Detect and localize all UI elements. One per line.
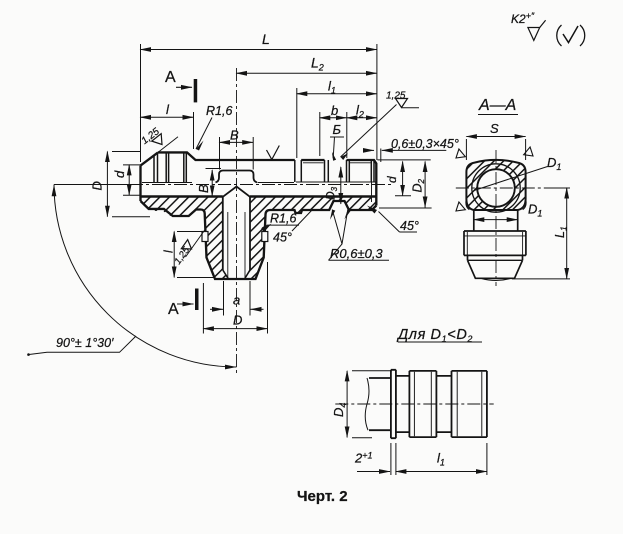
svg-text:45°: 45° bbox=[273, 231, 292, 245]
svg-text:90°± 1°30′: 90°± 1°30′ bbox=[56, 336, 114, 350]
svg-text:d: d bbox=[112, 170, 127, 178]
svg-text:R1,6: R1,6 bbox=[270, 212, 296, 226]
svg-text:l: l bbox=[166, 102, 170, 117]
svg-text:S: S bbox=[490, 121, 499, 136]
svg-text:2+1: 2+1 bbox=[354, 451, 373, 466]
svg-text:A: A bbox=[168, 301, 179, 318]
svg-text:L2: L2 bbox=[311, 55, 324, 73]
svg-text:l: l bbox=[162, 250, 176, 253]
svg-text:L1: L1 bbox=[553, 226, 569, 238]
svg-text:D1: D1 bbox=[528, 202, 542, 219]
svg-text:A: A bbox=[165, 69, 176, 86]
svg-text:b: b bbox=[331, 103, 338, 118]
svg-text:D2: D2 bbox=[411, 178, 427, 192]
svg-text:l1: l1 bbox=[328, 79, 336, 96]
svg-text:K2+″: K2+″ bbox=[511, 11, 535, 26]
svg-text:D: D bbox=[233, 313, 242, 328]
svg-text:l1: l1 bbox=[437, 451, 445, 468]
svg-text:d: d bbox=[385, 176, 399, 183]
svg-text:A—A: A—A bbox=[478, 97, 516, 114]
svg-text:0,6±0,3×45°: 0,6±0,3×45° bbox=[391, 137, 459, 151]
svg-text:1,25: 1,25 bbox=[386, 91, 406, 102]
svg-text:L: L bbox=[262, 31, 270, 47]
svg-text:D4: D4 bbox=[331, 403, 348, 417]
svg-text:D1: D1 bbox=[547, 155, 561, 172]
svg-text:45°: 45° bbox=[400, 219, 419, 233]
svg-text:1,25: 1,25 bbox=[172, 245, 192, 267]
svg-text:Для D1<D2: Для D1<D2 bbox=[396, 327, 473, 344]
svg-text:R0,6±0,3: R0,6±0,3 bbox=[330, 246, 383, 261]
svg-text:Б: Б bbox=[333, 122, 342, 137]
svg-text:a: a bbox=[233, 293, 240, 308]
svg-text:B: B bbox=[230, 128, 239, 143]
svg-text:B: B bbox=[196, 184, 211, 193]
svg-text:Черт. 2: Черт. 2 bbox=[297, 488, 348, 505]
svg-text:D: D bbox=[90, 181, 105, 190]
svg-text:R1,6: R1,6 bbox=[206, 104, 232, 118]
svg-text:l2: l2 bbox=[356, 103, 364, 120]
svg-text:D3: D3 bbox=[324, 186, 340, 200]
